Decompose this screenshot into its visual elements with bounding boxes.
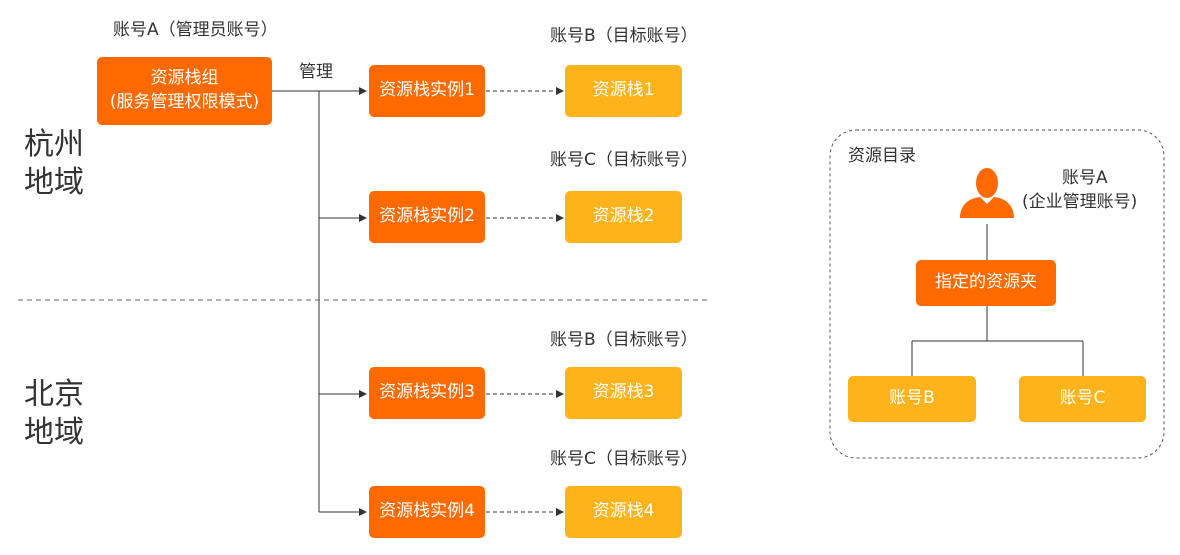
region-hangzhou-line2: 地域 (24, 165, 84, 200)
stack-instance-2: 资源栈实例2 (369, 191, 485, 243)
stack-instance-4: 资源栈实例4 (369, 486, 485, 538)
stack-group-box: 资源栈组 (服务管理权限模式) (97, 57, 272, 125)
stack-1: 资源栈1 (565, 65, 682, 117)
stack-group-title: 资源栈组 (150, 68, 219, 89)
resource-directory-panel-border (829, 129, 1165, 459)
stack-instance-1: 资源栈实例1 (369, 65, 485, 117)
region-beijing-line1: 北京 (24, 377, 84, 412)
stack-instance-3: 资源栈实例3 (369, 367, 485, 419)
region-beijing-line2: 地域 (24, 415, 84, 450)
region-hangzhou: 杭州 地域 (24, 126, 84, 202)
account-a-enterprise-line2: (企业管理账号) (1022, 192, 1138, 212)
user-icon (960, 168, 1014, 218)
region-beijing: 北京 地域 (24, 376, 84, 452)
panel-title: 资源目录 (848, 146, 916, 166)
child-account-c: 账号C (1019, 376, 1146, 422)
row3-account-label: 账号B（目标账号） (550, 330, 698, 350)
row4-account-label: 账号C（目标账号） (550, 449, 698, 469)
stack-2: 资源栈2 (565, 191, 682, 243)
account-a-admin-label: 账号A（管理员账号） (113, 20, 278, 40)
stack-3: 资源栈3 (565, 367, 682, 419)
account-a-enterprise-line1: 账号A (1062, 168, 1108, 188)
row2-account-label: 账号C（目标账号） (550, 150, 698, 170)
designated-folder: 指定的资源夹 (916, 260, 1056, 306)
manage-label: 管理 (299, 62, 333, 82)
row1-account-label: 账号B（目标账号） (550, 26, 698, 46)
child-account-b: 账号B (848, 376, 976, 422)
region-hangzhou-line1: 杭州 (24, 127, 84, 162)
stack-4: 资源栈4 (565, 486, 682, 538)
stack-group-mode: (服务管理权限模式) (109, 92, 260, 112)
